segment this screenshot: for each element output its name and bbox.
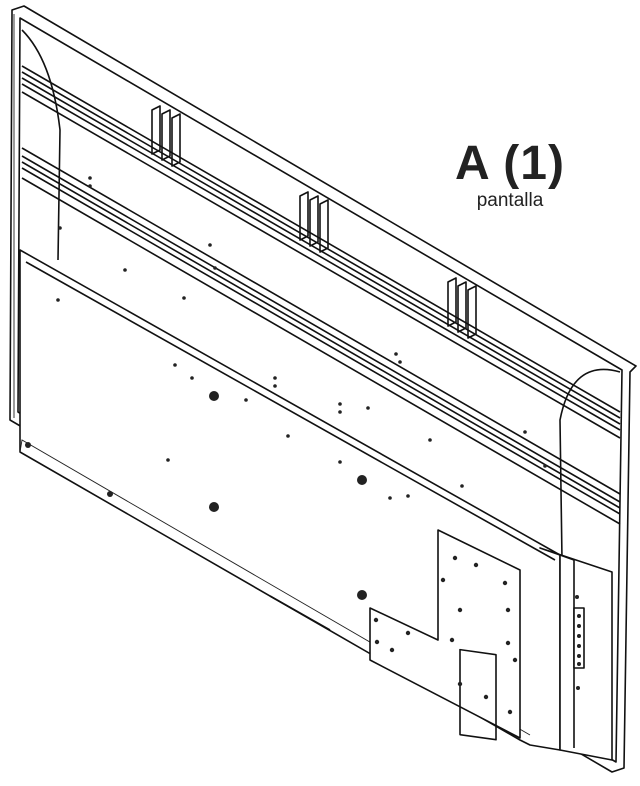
part-name: pantalla [476, 190, 544, 211]
lower-rail [21, 147, 621, 525]
bracket-2 [299, 191, 329, 253]
screw-dots [56, 176, 547, 500]
mount-plate [369, 529, 521, 739]
part-code: A (1) [455, 137, 565, 190]
screen-frame-inner [17, 17, 623, 763]
bracket-3 [447, 277, 477, 339]
mounting-holes [25, 391, 367, 600]
mount-cutout [459, 648, 497, 741]
part-label: A (1) pantalla [430, 138, 590, 212]
bracket-1 [151, 105, 181, 167]
corner-curve-left [21, 29, 61, 261]
bottom-edge [269, 595, 331, 631]
corner-curve-right [559, 368, 621, 561]
